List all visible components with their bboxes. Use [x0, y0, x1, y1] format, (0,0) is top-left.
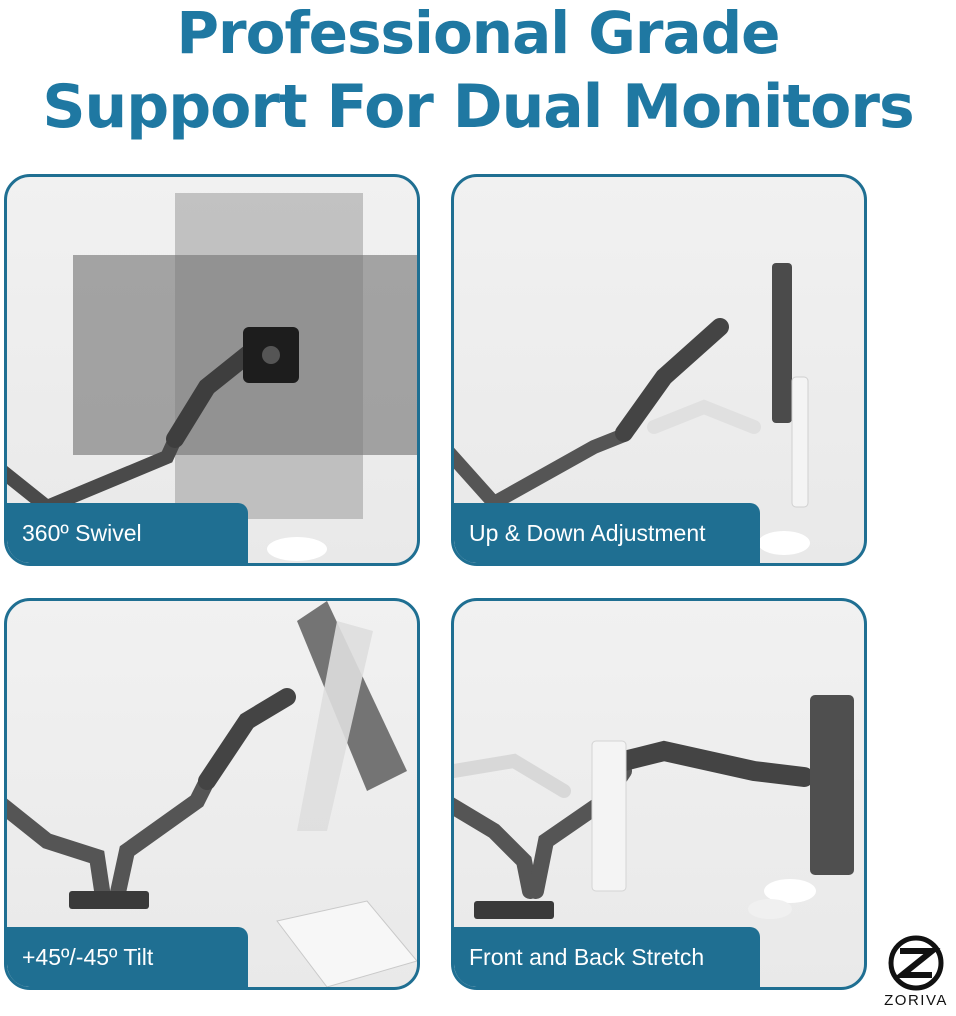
- stretch-illustration: [454, 695, 854, 919]
- headline-line-1: Professional Grade: [176, 0, 780, 67]
- feature-label-stretch: Front and Back Stretch: [454, 927, 760, 987]
- feature-panel-up-down: Up & Down Adjustment: [451, 174, 867, 566]
- feature-label-swivel: 360º Swivel: [7, 503, 248, 563]
- feature-panel-stretch: Front and Back Stretch: [451, 598, 867, 990]
- up-down-illustration: [454, 263, 810, 555]
- zoriva-z-logo-icon: [888, 935, 944, 991]
- feature-label-tilt: +45º/-45º Tilt: [7, 927, 248, 987]
- feature-panel-tilt: +45º/-45º Tilt: [4, 598, 420, 990]
- brand-name: ZORIVA: [884, 992, 948, 1009]
- brand-logo: ZORIVA: [876, 930, 956, 1016]
- headline-line-2: Support For Dual Monitors: [42, 72, 914, 142]
- swivel-illustration: [7, 193, 417, 561]
- feature-panel-swivel: 360º Swivel: [4, 174, 420, 566]
- tilt-illustration: [7, 601, 417, 987]
- feature-label-up-down: Up & Down Adjustment: [454, 503, 760, 563]
